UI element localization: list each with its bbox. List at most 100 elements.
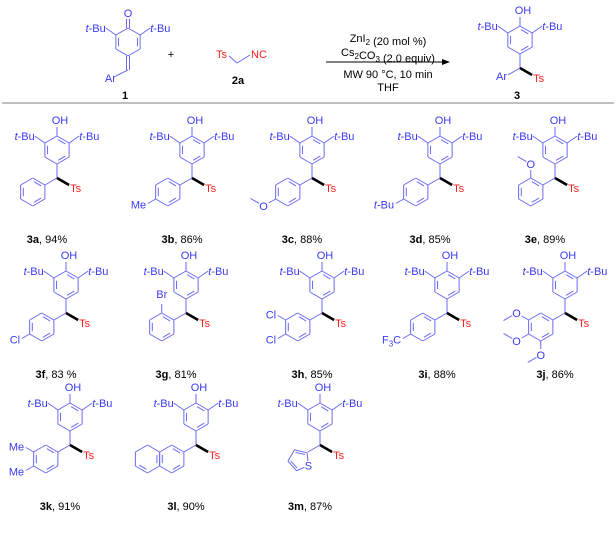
tbu-label-left: t-Bu [144, 266, 164, 278]
tbu-bond [289, 135, 301, 144]
compound-yield: , 94% [39, 234, 67, 246]
bond [159, 444, 173, 453]
bond [159, 465, 173, 474]
stereo-wedge-bond [564, 311, 578, 322]
tbu-label-left: t-Bu [270, 131, 290, 143]
phenol-ring [53, 270, 79, 300]
bond [403, 198, 417, 207]
bond [530, 177, 544, 186]
stereo-wedge-bond [439, 176, 453, 187]
bond [507, 25, 521, 34]
aryl-bond [299, 177, 313, 186]
phenol-ring [57, 402, 83, 432]
compound-yield: , 89% [537, 234, 565, 246]
bond [307, 423, 321, 432]
bond [33, 465, 47, 474]
bond [439, 135, 453, 144]
bond [45, 465, 59, 474]
bond [311, 156, 325, 165]
aryl-bond [307, 444, 321, 453]
hydroxyl-label: OH [181, 250, 198, 262]
bond [312, 155, 321, 161]
bond [65, 291, 79, 300]
phenol-ring [542, 135, 568, 165]
bond [127, 48, 141, 57]
substituent-bond [277, 315, 286, 321]
bond [285, 333, 299, 342]
tbu-label-left: t-Bu [513, 131, 533, 143]
oxygen-label: O [259, 201, 268, 213]
aryl-ring [149, 312, 175, 342]
substituent-cl: Cl [266, 309, 276, 321]
compound-yield: , 85% [304, 369, 332, 381]
bond [528, 333, 542, 342]
compound-label: 3m, 87% [288, 501, 332, 513]
bond [161, 333, 175, 342]
substituent-bond [395, 198, 404, 204]
bond [423, 332, 432, 338]
bond [183, 402, 197, 411]
bond [179, 156, 193, 165]
compound-yield: , 88% [294, 234, 322, 246]
substituent-me: Me [131, 200, 146, 212]
bond [179, 135, 193, 144]
tbu-bond [532, 135, 544, 144]
phenol-ring [434, 270, 460, 300]
bond [20, 177, 34, 186]
bond [33, 444, 47, 453]
aryl-bond [44, 177, 58, 186]
aryl-bond [434, 312, 448, 321]
tbu-label-left: t-Bu [280, 266, 300, 278]
bond [196, 422, 205, 428]
aryl-bond [542, 177, 556, 186]
tbu-bond [68, 135, 80, 144]
bond [298, 332, 307, 338]
tbu-bond [331, 402, 343, 411]
aryl-label: Ar [496, 71, 507, 83]
bond [447, 290, 456, 296]
hydroxyl-label: OH [52, 115, 69, 127]
bond [294, 449, 308, 454]
tosyl-label: Ts [216, 49, 228, 61]
aryl-bond [115, 69, 129, 77]
bond [70, 422, 79, 428]
substituent-me: Me [9, 467, 24, 479]
bond [115, 48, 129, 57]
bond [191, 156, 205, 165]
hydroxyl-label: OH [442, 250, 459, 262]
bond [287, 449, 295, 462]
tbu-bond [333, 270, 345, 279]
bond [172, 448, 181, 454]
tbu-bond [207, 402, 219, 411]
bond [173, 291, 187, 300]
tbu-bond [297, 402, 309, 411]
bond [171, 465, 185, 474]
phenol-ring [507, 25, 533, 55]
reaction-condition: MW 90 °C, 10 min [343, 69, 432, 81]
bond [440, 139, 449, 145]
plus-sign: + [168, 49, 174, 61]
tbu-bond [417, 135, 429, 144]
naphthalene-ring [134, 444, 161, 474]
compound-id: 3f [36, 369, 46, 381]
hydroxyl-label: OH [307, 115, 324, 127]
tbu-label-left: t-Bu [478, 21, 498, 33]
compound-label: 3a, 94% [27, 234, 68, 246]
aryl-ring [285, 312, 311, 342]
bond [191, 135, 205, 144]
hydroxyl-label: OH [560, 250, 577, 262]
compound-label: 3g, 81% [156, 369, 197, 381]
bond [447, 274, 456, 280]
tosyl-label: Ts [79, 318, 91, 330]
tbu-label-right: t-Bu [150, 23, 170, 35]
hydroxyl-label: OH [550, 115, 567, 127]
oxygen-label: O [512, 308, 521, 320]
compound-id: 3b [162, 234, 175, 246]
aryl-ring [403, 177, 429, 207]
bond [410, 333, 424, 342]
bond [542, 156, 556, 165]
bond [167, 177, 181, 186]
